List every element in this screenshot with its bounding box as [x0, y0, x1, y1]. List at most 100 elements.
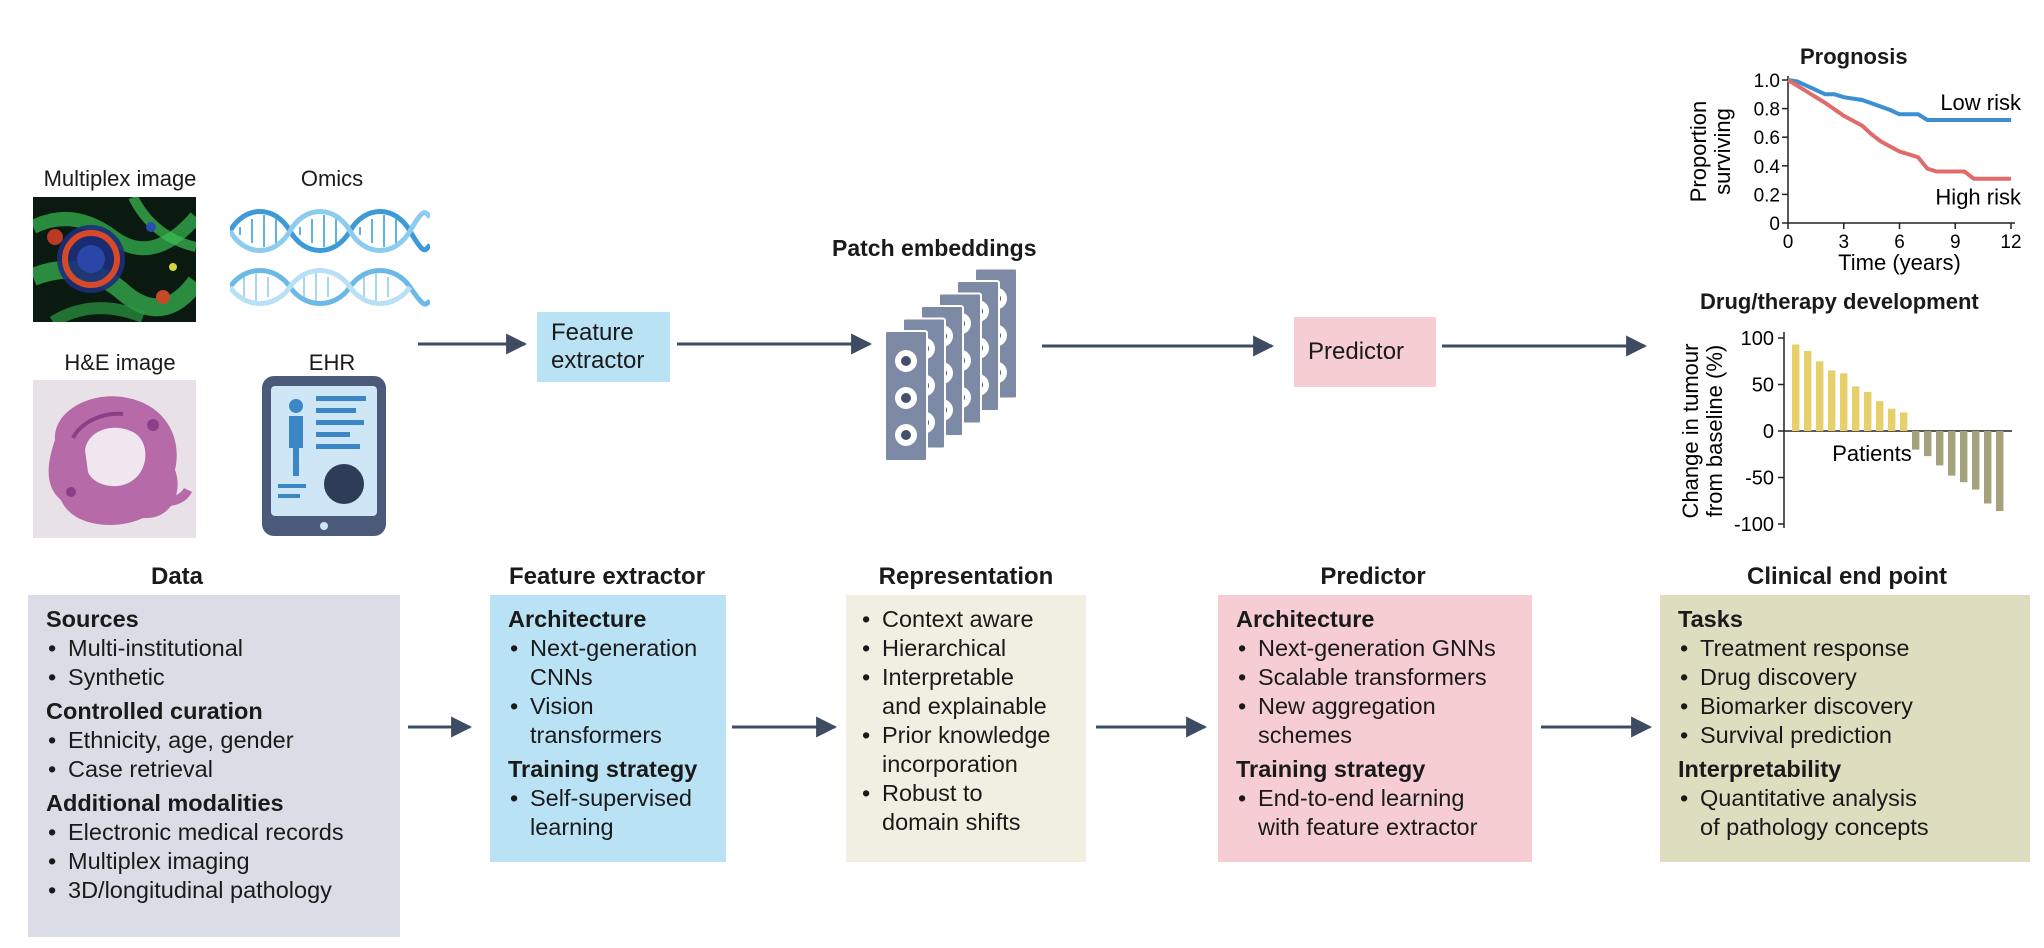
patient-bar [1864, 391, 1872, 431]
patch-dot-core [901, 393, 911, 403]
sources-heading: Sources [46, 606, 139, 632]
drug-title: Drug/therapy development [1700, 289, 1979, 314]
x-tick-label: 3 [1838, 232, 1849, 253]
list-item: Next-generation CNNs [508, 634, 712, 692]
prognosis-title: Prognosis [1800, 44, 1908, 69]
list-item: Biomarker discovery [1678, 692, 2016, 721]
y-tick-label: 1.0 [1754, 71, 1780, 92]
patient-bar [1816, 361, 1824, 432]
list-item: Next-generation GNNs [1236, 634, 1518, 663]
low-risk-label: Low risk [1940, 90, 2022, 115]
patient-bar [1804, 351, 1812, 431]
list-item: Context aware [860, 605, 1072, 634]
drug-x-label: Patients [1832, 441, 1912, 466]
list-item: Hierarchical [860, 634, 1072, 663]
patient-bar [1792, 344, 1800, 431]
y-tick-label: 100 [1741, 328, 1774, 350]
prognosis-x-label: Time (years) [1838, 250, 1961, 275]
interpretability-heading: Interpretability [1678, 756, 1842, 782]
patch-dot-core [901, 356, 911, 366]
he-image-label: H&E image [64, 350, 176, 375]
list-item: Interpretable and explainable [860, 663, 1072, 721]
patient-bar [1852, 386, 1860, 431]
curation-heading: Controlled curation [46, 698, 263, 724]
representation-panel: Context aware Hierarchical Interpretable… [846, 595, 1086, 862]
y-tick-label: 0 [1769, 214, 1780, 235]
ehr-label: EHR [308, 350, 356, 375]
modalities-list: Electronic medical records Multiplex ima… [46, 818, 386, 905]
list-item: Scalable transformers [1236, 663, 1518, 692]
y-label-line: Change in tumour [1678, 344, 1703, 519]
y-label-line: Proportion [1686, 101, 1711, 203]
y-tick-label: 0.2 [1754, 185, 1780, 206]
architecture-list: Next-generation GNNs Scalable transforme… [1236, 634, 1518, 750]
list-item: Multi-institutional [46, 634, 386, 663]
patient-bar [1888, 408, 1896, 431]
list-item: Electronic medical records [46, 818, 386, 847]
y-label-line: from baseline (%) [1702, 345, 1727, 517]
representation-list: Context aware Hierarchical Interpretable… [860, 605, 1072, 837]
omics-label: Omics [300, 166, 364, 191]
patient-bar [1948, 431, 1956, 476]
curation-list: Ethnicity, age, gender Case retrieval [46, 726, 386, 784]
high-risk-line [1786, 78, 2011, 181]
list-item: Treatment response [1678, 634, 2016, 663]
predictor-heading: Predictor [1320, 563, 1426, 590]
y-tick-label: 0 [1763, 421, 1774, 443]
tasks-heading: Tasks [1678, 606, 1743, 632]
modalities-heading: Additional modalities [46, 790, 284, 816]
patient-bar [1840, 373, 1848, 431]
patient-bar [1900, 412, 1908, 431]
architecture-heading: Architecture [1236, 606, 1375, 632]
y-tick-label: 0.4 [1754, 157, 1781, 178]
interpretability-list: Quantitative analysis of pathology conce… [1678, 784, 2016, 842]
training-strategy-heading: Training strategy [1236, 756, 1426, 782]
ehr-tablet-icon [262, 376, 386, 536]
y-tick-label: 50 [1752, 375, 1774, 397]
list-item: 3D/longitudinal pathology [46, 876, 386, 905]
y-label-line: surviving [1710, 108, 1735, 195]
x-tick-label: 9 [1950, 232, 1961, 253]
training-strategy-heading: Training strategy [508, 756, 698, 782]
tasks-list: Treatment response Drug discovery Biomar… [1678, 634, 2016, 750]
list-item: Prior knowledge incorporation [860, 721, 1072, 779]
data-panel: Sources Multi-institutional Synthetic Co… [28, 595, 400, 937]
patient-bar [1984, 431, 1992, 504]
list-item: Self-supervised learning [508, 784, 712, 842]
patient-bar [1876, 401, 1884, 431]
patient-bar [1996, 431, 2004, 511]
list-item: Survival prediction [1678, 721, 2016, 750]
training-list: Self-supervised learning [508, 784, 712, 842]
data-heading: Data [150, 563, 204, 590]
feature-extractor-box: Feature extractor [537, 312, 670, 382]
patch-embeddings-title: Patch embeddings [832, 235, 1037, 261]
sources-list: Multi-institutional Synthetic [46, 634, 386, 692]
feature-extractor-panel: Architecture Next-generation CNNs Vision… [490, 595, 726, 862]
list-item: End-to-end learning with feature extract… [1236, 784, 1518, 842]
y-tick-label: -100 [1734, 514, 1774, 536]
clinical-heading: Clinical end point [1746, 563, 1947, 590]
patient-bar [1828, 370, 1836, 431]
he-stain-tissue-image [33, 380, 196, 538]
low-risk-line [1787, 78, 2011, 122]
predictor-box: Predictor [1294, 317, 1436, 387]
list-item: Vision transformers [508, 692, 712, 750]
patient-bar [1960, 431, 1968, 483]
x-tick-label: 0 [1783, 232, 1794, 253]
list-item: Drug discovery [1678, 663, 2016, 692]
patch-stack-icon [885, 267, 1018, 462]
multiplex-image-label: Multiplex image [43, 166, 197, 191]
list-item: Quantitative analysis of pathology conce… [1678, 784, 2016, 842]
x-tick-label: 6 [1894, 232, 1905, 253]
high-risk-label: High risk [1935, 184, 2022, 209]
list-item: New aggregation schemes [1236, 692, 1518, 750]
patient-bar [1936, 431, 1944, 466]
dna-helix-icon [230, 209, 430, 307]
list-item: Ethnicity, age, gender [46, 726, 386, 755]
predictor-panel: Architecture Next-generation GNNs Scalab… [1218, 595, 1532, 862]
